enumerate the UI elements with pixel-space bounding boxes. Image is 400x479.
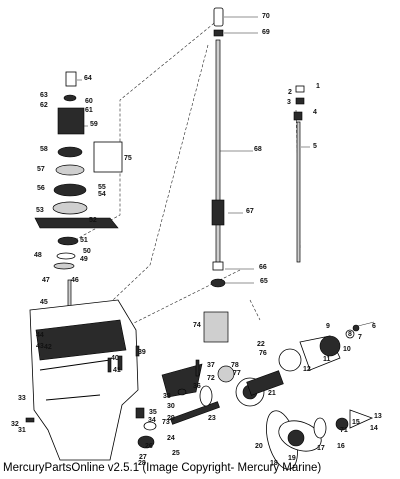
propeller-shaft-carrier xyxy=(246,321,375,396)
part-callout-17: 17 xyxy=(317,445,325,452)
decal-74 xyxy=(203,311,229,343)
assembly-guide-lines xyxy=(59,19,301,351)
part-callout-27: 27 xyxy=(139,454,147,461)
part-callout-6: 6 xyxy=(372,323,376,330)
part-callout-10: 10 xyxy=(343,346,351,353)
part-callout-25: 25 xyxy=(172,450,180,457)
part-callout-2: 2 xyxy=(288,89,292,96)
part-callout-70: 70 xyxy=(262,13,270,20)
part-callout-67: 67 xyxy=(246,208,254,215)
gear-housing xyxy=(29,299,139,461)
part-callout-61: 61 xyxy=(85,107,93,114)
part-callout-35: 35 xyxy=(149,409,157,416)
part-callout-13: 13 xyxy=(374,413,382,420)
part-callout-55: 55 xyxy=(98,184,106,191)
part-callout-60: 60 xyxy=(85,98,93,105)
part-callout-71: 71 xyxy=(340,427,348,434)
part-callout-18: 18 xyxy=(270,460,278,467)
part-callout-9: 9 xyxy=(326,323,330,330)
leader-lines xyxy=(77,16,310,284)
part-callout-24: 24 xyxy=(167,435,175,442)
part-callout-43: 43 xyxy=(36,343,44,350)
part-callout-7: 7 xyxy=(358,334,362,341)
part-callout-64: 64 xyxy=(84,75,92,82)
part-callout-12: 12 xyxy=(303,366,311,373)
bolts xyxy=(25,345,200,423)
part-callout-47: 47 xyxy=(42,277,50,284)
water-pump-assembly xyxy=(34,71,123,341)
part-callout-22: 22 xyxy=(257,341,265,348)
part-callout-59: 59 xyxy=(90,121,98,128)
part-callout-73: 73 xyxy=(162,419,170,426)
part-callout-3: 3 xyxy=(287,99,291,106)
part-callout-69: 69 xyxy=(262,29,270,36)
part-callouts: 1234567891011121314151617181920212223242… xyxy=(11,13,382,467)
part-callout-16: 16 xyxy=(337,443,345,450)
part-callout-14: 14 xyxy=(370,425,378,432)
part-callout-41: 41 xyxy=(113,367,121,374)
part-callout-77: 77 xyxy=(233,370,241,377)
part-callout-44: 44 xyxy=(36,332,44,339)
part-callout-56: 56 xyxy=(37,185,45,192)
part-callout-46: 46 xyxy=(71,277,79,284)
part-callout-11: 11 xyxy=(323,356,331,363)
part-callout-78: 78 xyxy=(231,362,239,369)
part-callout-62: 62 xyxy=(40,102,48,109)
part-callout-50: 50 xyxy=(83,248,91,255)
part-callout-38: 38 xyxy=(163,393,171,400)
part-callout-52: 52 xyxy=(89,217,97,224)
part-callout-68: 68 xyxy=(254,146,262,153)
part-callout-29: 29 xyxy=(167,415,175,422)
part-callout-53: 53 xyxy=(36,207,44,214)
part-callout-21: 21 xyxy=(268,390,276,397)
image-caption: MercuryPartsOnline v2.5.1 (Image Copyrig… xyxy=(3,462,322,474)
propeller xyxy=(266,409,374,470)
part-callout-76: 76 xyxy=(259,350,267,357)
part-callout-57: 57 xyxy=(37,166,45,173)
part-callout-30: 30 xyxy=(167,403,175,410)
drive-shaft xyxy=(210,7,226,288)
part-callout-36: 36 xyxy=(193,383,201,390)
part-callout-66: 66 xyxy=(259,264,267,271)
part-callout-42: 42 xyxy=(44,344,52,351)
part-callout-39: 39 xyxy=(138,349,146,356)
part-callout-37: 37 xyxy=(207,362,215,369)
part-callout-31: 31 xyxy=(18,427,26,434)
part-callout-5: 5 xyxy=(313,143,317,150)
part-callout-65: 65 xyxy=(260,278,268,285)
part-callout-4: 4 xyxy=(313,109,317,116)
part-callout-54: 54 xyxy=(98,191,106,198)
part-callout-23: 23 xyxy=(208,415,216,422)
part-callout-34: 34 xyxy=(148,417,156,424)
part-callout-74: 74 xyxy=(193,322,201,329)
part-callout-72: 72 xyxy=(207,375,215,382)
part-callout-75: 75 xyxy=(124,155,132,162)
part-callout-49: 49 xyxy=(80,256,88,263)
part-callout-28: 28 xyxy=(138,460,146,467)
part-callout-33: 33 xyxy=(18,395,26,402)
part-callout-26: 26 xyxy=(145,443,153,450)
part-callout-8: 8 xyxy=(348,331,352,338)
part-callout-1: 1 xyxy=(316,83,320,90)
shift-rod xyxy=(293,85,305,263)
part-callout-58: 58 xyxy=(40,146,48,153)
part-callout-45: 45 xyxy=(40,299,48,306)
part-callout-32: 32 xyxy=(11,421,19,428)
part-callout-19: 19 xyxy=(288,455,296,462)
pinion-and-shift-parts xyxy=(135,363,265,449)
part-callout-51: 51 xyxy=(80,237,88,244)
part-callout-15: 15 xyxy=(352,419,360,426)
part-callout-20: 20 xyxy=(255,443,263,450)
part-callout-48: 48 xyxy=(34,252,42,259)
part-callout-40: 40 xyxy=(111,355,119,362)
part-callout-63: 63 xyxy=(40,92,48,99)
